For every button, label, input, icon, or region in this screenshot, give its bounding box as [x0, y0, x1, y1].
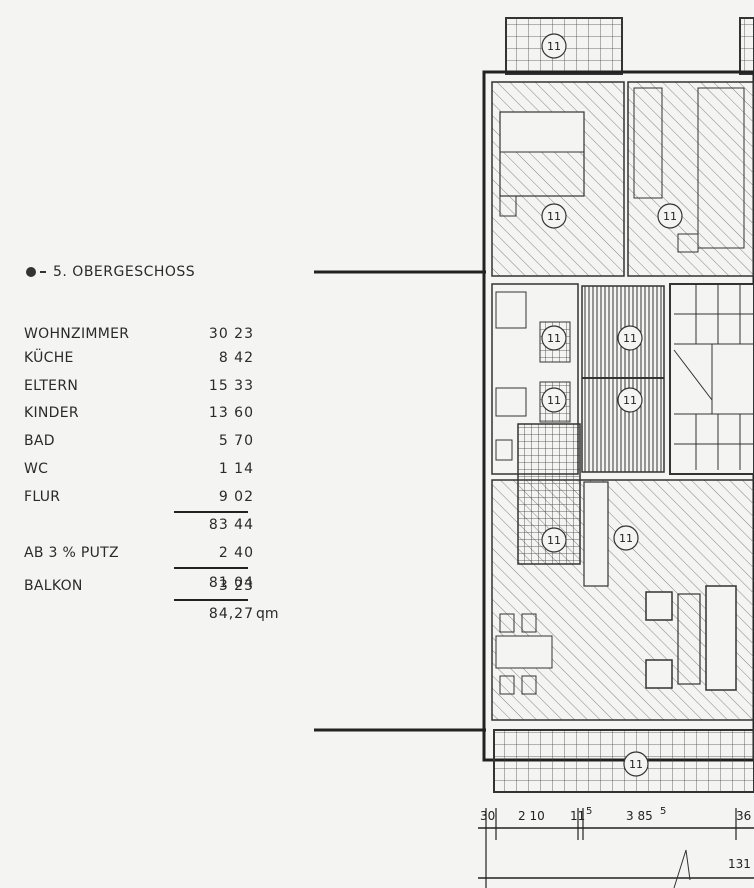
dash-icon	[40, 271, 46, 273]
room-marker-label: 11	[547, 534, 561, 547]
room-area: 30 23	[208, 326, 254, 342]
room-marker-label: 11	[623, 394, 637, 407]
room-marker-label: 11	[547, 210, 561, 223]
deduction-label: AB 3 % PUTZ	[24, 545, 119, 561]
dim-label: 5	[586, 806, 592, 817]
room-marker-label: 11	[547, 332, 561, 345]
deduction-value: 2 40	[218, 545, 254, 561]
sum-rule	[174, 567, 248, 569]
room-label: KINDER	[24, 405, 79, 421]
room-area: 9 02	[218, 489, 254, 505]
total-unit: qm	[256, 606, 279, 622]
deduction-row: AB 3 % PUTZ 2 40	[24, 545, 284, 565]
room-area: 1 14	[218, 461, 254, 477]
room-row: WC 1 14	[24, 461, 284, 481]
room-marker-label: 11	[623, 332, 637, 345]
room-label: WOHNZIMMER	[24, 326, 130, 342]
kitchen-tiles	[517, 423, 581, 565]
dim-label: 36	[736, 809, 751, 823]
dim-label: 11	[570, 809, 585, 823]
balcony-value-row: 3 23	[24, 578, 284, 598]
room-area: 5 70	[218, 433, 254, 449]
room-marker-label: 11	[547, 40, 561, 53]
room-row: WOHNZIMMER 30 23	[24, 326, 284, 346]
balcony-value: 3 23	[218, 578, 254, 594]
room-label: WC	[24, 461, 49, 477]
stairs	[673, 284, 754, 470]
net-row: 81 04	[24, 575, 284, 595]
sum-rule	[174, 599, 248, 601]
room-area: 8 42	[218, 350, 254, 366]
net-value: 81 04	[208, 575, 254, 591]
subtotal-value: 83 44	[208, 517, 254, 533]
total-value: 84,27	[208, 606, 254, 622]
dim-label: 2 10	[518, 809, 545, 823]
room-label: FLUR	[24, 489, 61, 505]
floor-plan-drawing: 11 11 11 11 11 11 11 11 11 11 30 2 10 11…	[314, 17, 754, 888]
dim-label: 5	[660, 806, 666, 817]
room-marker-label: 11	[619, 532, 633, 545]
room-row: KINDER 13 60	[24, 405, 284, 425]
room-row: BAD 5 70	[24, 433, 284, 453]
room-markers	[541, 33, 683, 777]
room-marker-label: 11	[663, 210, 677, 223]
room-marker-label: 11	[629, 758, 643, 771]
room-row: KÜCHE 8 42	[24, 350, 284, 370]
room-area: 15 33	[208, 378, 254, 394]
room-label: KÜCHE	[24, 350, 74, 366]
balcony-row: BALKON	[24, 578, 284, 598]
legend-title: 5. OBERGESCHOSS	[26, 264, 195, 280]
dim-label: 30	[480, 809, 495, 823]
room-marker-label: 11	[547, 394, 561, 407]
room-row: ELTERN 15 33	[24, 378, 284, 398]
room-label: BAD	[24, 433, 55, 449]
room-area: 13 60	[208, 405, 254, 421]
room-row: FLUR 9 02	[24, 489, 284, 509]
bedroom-right	[627, 81, 754, 277]
room-label: ELTERN	[24, 378, 79, 394]
dim-label: 131	[728, 857, 751, 871]
sum-rule	[174, 511, 248, 513]
subtotal-row: 83 44	[24, 517, 284, 537]
floor-title: 5. OBERGESCHOSS	[53, 264, 196, 280]
bullet-icon	[26, 267, 36, 277]
dim-label: 3 85	[626, 809, 653, 823]
balcony-label: BALKON	[24, 578, 83, 594]
area-legend: 5. OBERGESCHOSS WOHNZIMMER 30 23 KÜCHE 8…	[0, 0, 300, 888]
total-row: 84,27 qm	[24, 606, 284, 626]
